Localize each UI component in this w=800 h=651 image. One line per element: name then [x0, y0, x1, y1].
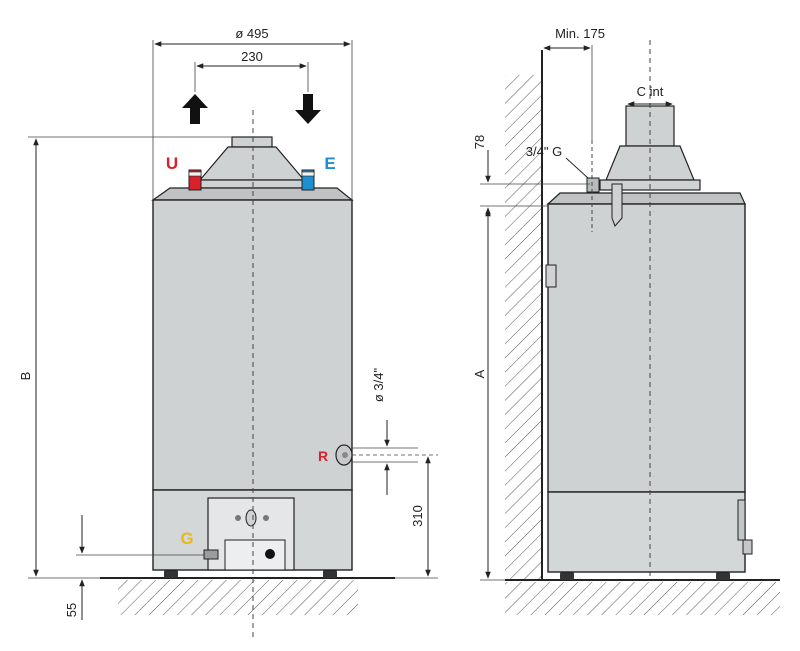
dimension-495: [152, 40, 353, 200]
front-floor: [100, 577, 395, 615]
dimension-78-label: 78: [472, 135, 487, 149]
dimension-b-label: B: [18, 372, 33, 381]
dimension-55: [76, 515, 205, 620]
gas-connection-stub: [203, 549, 219, 560]
dimension-230: [194, 62, 309, 92]
side-heater-body: [547, 203, 746, 493]
side-wall: [505, 50, 543, 580]
dimension-495-label: ø 495: [235, 26, 268, 41]
dimension-310: [352, 454, 438, 579]
side-panel-handle: [737, 499, 746, 541]
dimension-b: [28, 136, 232, 579]
side-foot-right: [716, 572, 730, 580]
dimension-min-175-label: Min. 175: [555, 26, 605, 41]
outlet-label-u: U: [166, 154, 178, 173]
inlet-pipe: [301, 169, 315, 191]
side-floor: [505, 579, 780, 615]
dimension-a: [480, 209, 505, 581]
thread-label: 3/4" G: [526, 144, 562, 159]
gas-label-g: G: [180, 529, 193, 548]
thread-leader-line: [565, 157, 589, 179]
dimension-310-label: 310: [410, 505, 425, 527]
outlet-flow-arrow-up: [182, 94, 208, 124]
dimension-230-label: 230: [241, 49, 263, 64]
dimension-c-int-label: C int: [637, 84, 664, 99]
wall-bracket: [545, 264, 557, 288]
inlet-flow-arrow-down: [295, 94, 321, 124]
return-label-r: R: [318, 448, 328, 464]
side-base-section: [547, 491, 746, 573]
side-top-plate: [546, 192, 746, 205]
front-flue-hood: [193, 136, 311, 189]
dimension-pipe-diameter-label: ø 3/4": [371, 368, 386, 403]
dimension-a-label: A: [472, 369, 487, 378]
front-foot-right: [323, 570, 337, 578]
side-view: Min. 175 C int 3/4" G 78 A: [472, 26, 780, 615]
side-panel-knob: [742, 539, 753, 555]
outlet-pipe: [188, 169, 202, 191]
side-foot-left: [560, 572, 574, 580]
inlet-label-e: E: [324, 154, 335, 173]
dimension-min-175: [543, 45, 593, 140]
dimension-55-label: 55: [64, 603, 79, 617]
return-fitting: [335, 444, 353, 466]
front-foot-left: [164, 570, 178, 578]
dimension-pipe-diameter: [352, 420, 418, 495]
front-view: ø 495 230 B 55 ø 3/4": [18, 26, 438, 640]
water-fitting-3-4: [586, 177, 623, 227]
burner-access-panel: [207, 497, 295, 571]
